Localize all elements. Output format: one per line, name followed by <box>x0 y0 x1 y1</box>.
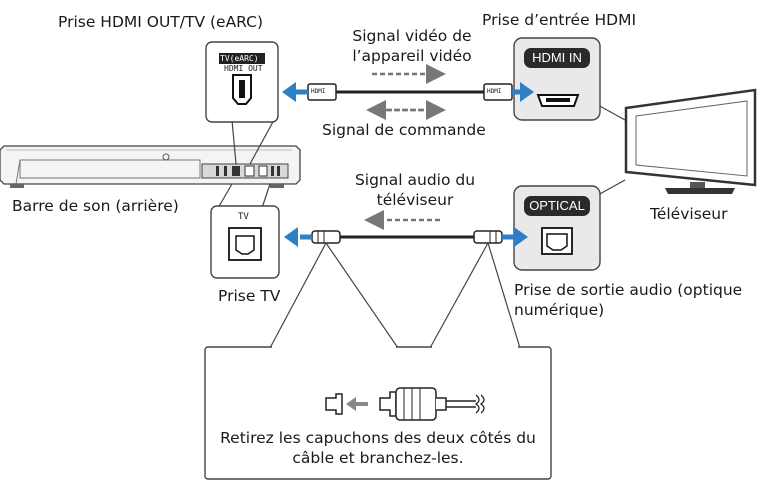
hdmi-plug-right-label: HDMI <box>487 88 502 95</box>
hdmi-in-tag: HDMI IN <box>524 48 590 68</box>
television <box>624 88 757 194</box>
cap-callout <box>269 242 521 349</box>
callout-lines <box>217 104 626 209</box>
optical-cable <box>311 230 503 244</box>
tv-label: Téléviseur <box>650 205 728 223</box>
tv-audio-signal-label: Signal audio du téléviseur <box>354 171 476 209</box>
soundbar <box>0 145 301 188</box>
hdmi-out-port-label: Prise HDMI OUT/TV (eARC) <box>58 13 264 31</box>
blue-arrows <box>282 82 534 247</box>
control-signal-label: Signal de commande <box>322 121 486 139</box>
soundbar-label: Barre de son (arrière) <box>12 197 179 215</box>
tv-port-label: Prise TV <box>218 287 281 305</box>
audio-out-port-label: Prise de sortie audio (optique numérique… <box>514 281 743 319</box>
tv-optical-panel <box>210 205 280 279</box>
detail-box <box>204 346 552 480</box>
hdmi-cable <box>307 83 513 101</box>
hdmi-out-panel <box>205 41 279 123</box>
hdmi-out-label: HDMI OUT <box>224 64 263 73</box>
tv-earc-badge: TV(eARC) <box>220 54 259 63</box>
hdmi-plug-left-label: HDMI <box>311 88 326 95</box>
optical-tag: OPTICAL <box>524 196 590 216</box>
signal-arrows <box>364 64 446 230</box>
video-signal-label: Signal vidéo de l’appareil vidéo <box>352 27 472 65</box>
tv-jack-label: TV <box>238 212 249 222</box>
caps-instruction: Retirez les capuchons des deux côtés du … <box>220 429 536 467</box>
hdmi-in-port-label: Prise d’entrée HDMI <box>482 11 637 29</box>
